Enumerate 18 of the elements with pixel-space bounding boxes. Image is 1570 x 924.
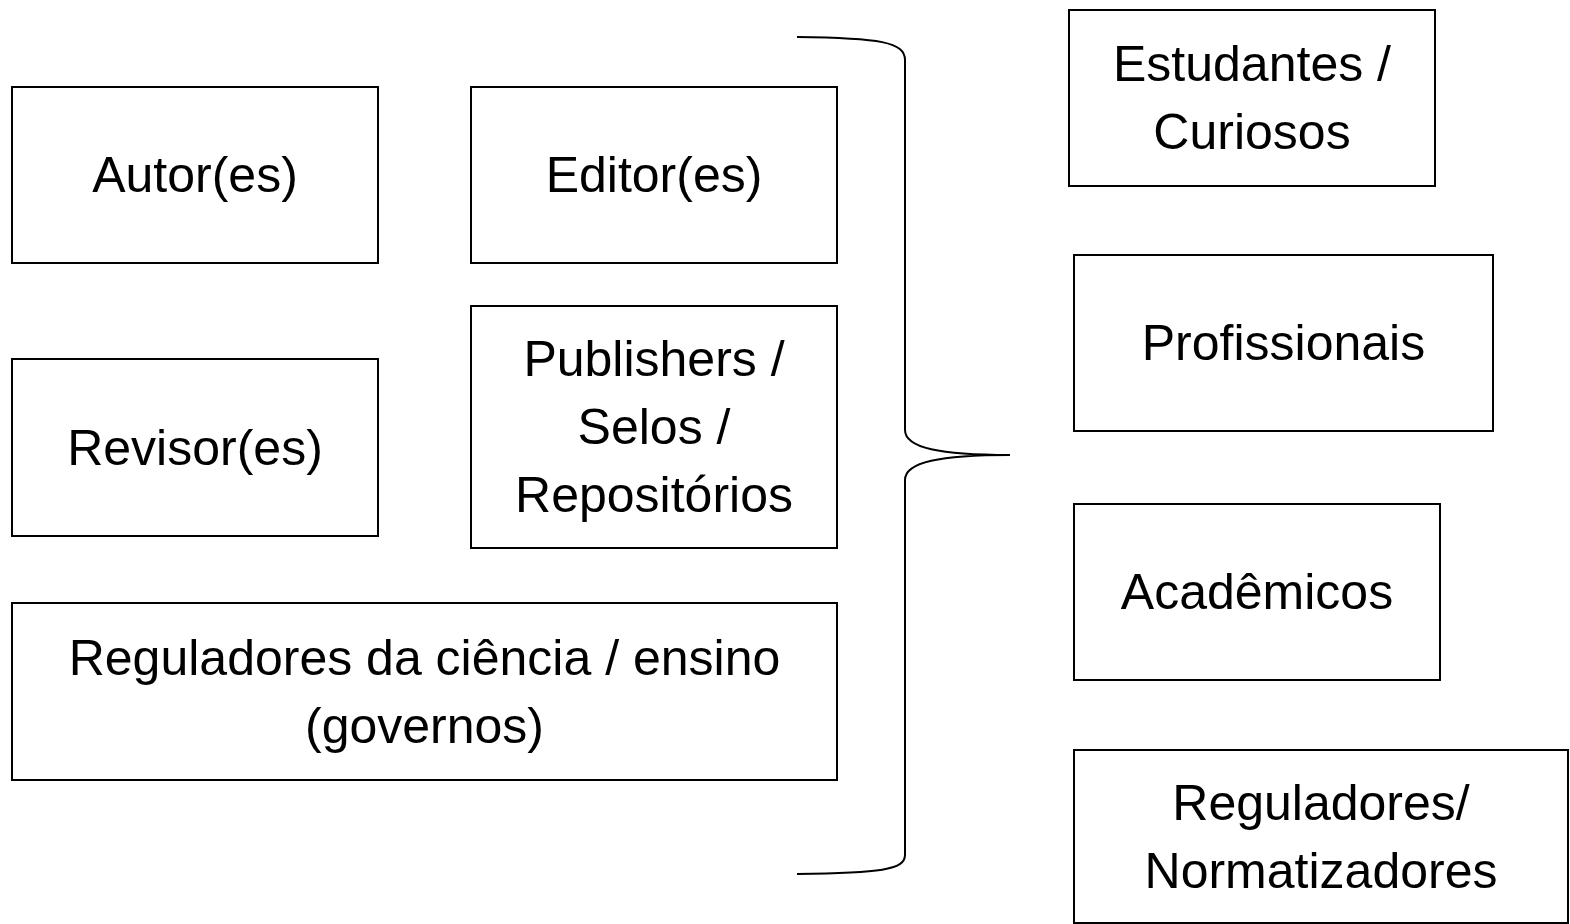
box-label: Estudantes / Curiosos xyxy=(1112,35,1392,162)
box-label: Publishers / Selos / Repositórios xyxy=(514,330,794,525)
box-label: Reguladores/ Normatizadores xyxy=(1143,773,1499,901)
text-box xyxy=(11,358,379,537)
text-box xyxy=(1073,503,1441,681)
box-label: Editor(es) xyxy=(545,146,763,205)
text-box xyxy=(1068,9,1436,187)
box-label: Acadêmicos xyxy=(1120,563,1394,622)
box-label: Reguladores da ciência / ensino (governos) xyxy=(67,628,782,756)
text-box xyxy=(1073,749,1569,924)
box-label: Profissionais xyxy=(1141,314,1426,373)
text-box xyxy=(470,305,838,549)
text-box xyxy=(11,602,838,781)
text-box xyxy=(470,86,838,264)
box-label: Autor(es) xyxy=(92,146,298,205)
text-box xyxy=(1073,254,1494,432)
text-box xyxy=(11,86,379,264)
box-label: Revisor(es) xyxy=(67,418,323,478)
